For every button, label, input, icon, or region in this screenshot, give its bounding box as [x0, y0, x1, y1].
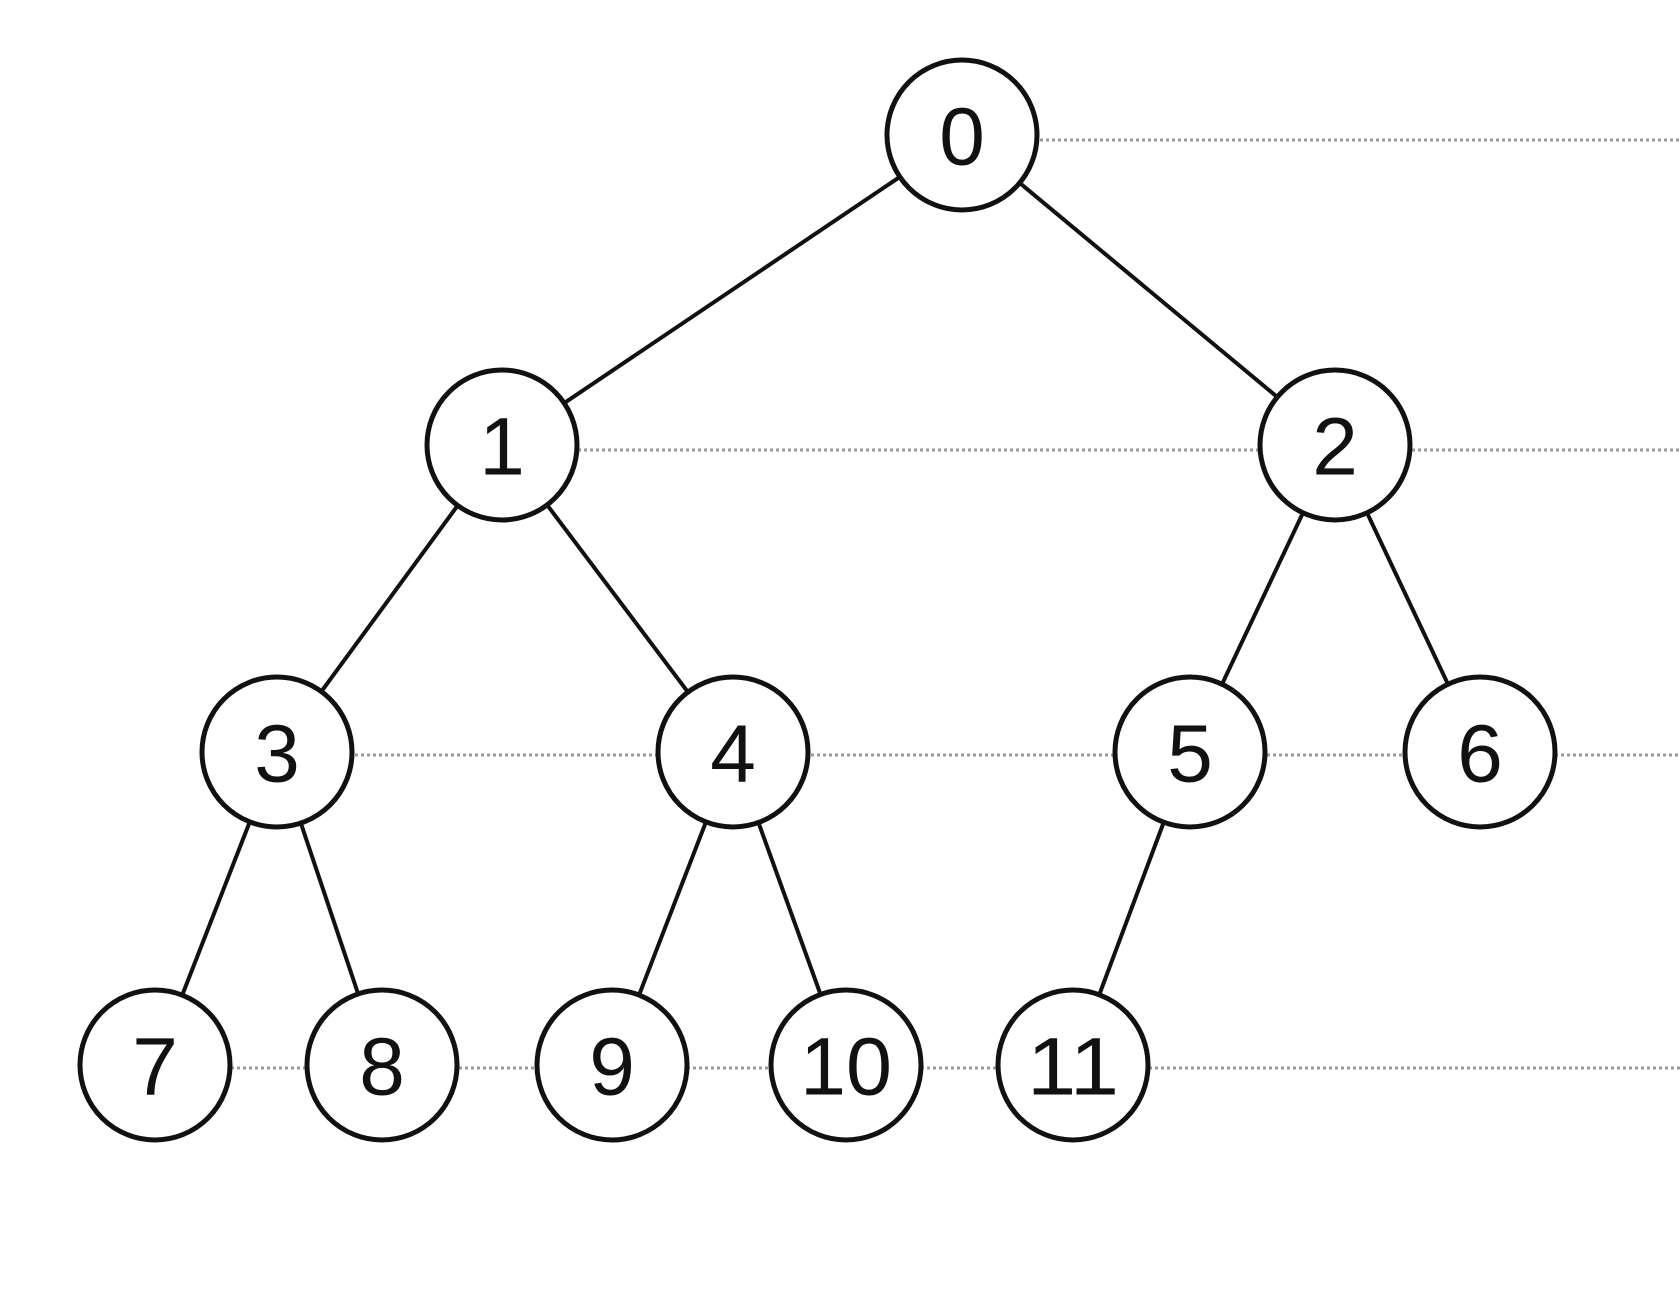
node-circle-6	[1402, 674, 1558, 830]
node-circle-7	[77, 987, 233, 1143]
node-circle-3	[199, 674, 355, 830]
tree-node-6: 6	[1402, 674, 1558, 830]
tree-node-9: 9	[534, 987, 690, 1143]
tree-node-1: 1	[424, 367, 580, 523]
node-label-0: 0	[939, 92, 985, 183]
edge-4-10	[756, 820, 823, 997]
node-label-6: 6	[1457, 709, 1503, 800]
edge-0-1	[562, 174, 902, 406]
edge-0-2	[1017, 180, 1280, 400]
node-circle-9	[534, 987, 690, 1143]
edge-2-5	[1220, 510, 1305, 687]
node-label-3: 3	[254, 709, 300, 800]
node-circle-8	[304, 987, 460, 1143]
node-circle-4	[655, 674, 811, 830]
edge-1-3	[319, 503, 460, 694]
node-label-7: 7	[132, 1022, 178, 1113]
tree-node-0: 0	[884, 57, 1040, 213]
tree-node-3: 3	[199, 674, 355, 830]
tree-node-10: 10	[768, 987, 924, 1143]
tree-node-5: 5	[1112, 674, 1268, 830]
edge-3-7	[180, 819, 252, 998]
node-circle-5	[1112, 674, 1268, 830]
level-lines	[225, 138, 1680, 1070]
node-circle-10	[768, 987, 924, 1143]
tree-edges	[180, 174, 1450, 998]
edge-5-11	[1097, 820, 1166, 997]
node-label-2: 2	[1312, 402, 1358, 493]
tree-node-4: 4	[655, 674, 811, 830]
tree-nodes: 0 1 2 3 4 5 6 7 8 9 10 11	[77, 57, 1558, 1143]
edge-2-6	[1365, 510, 1450, 687]
node-circle-2	[1257, 367, 1413, 523]
node-label-8: 8	[359, 1022, 405, 1113]
tree-node-2: 2	[1257, 367, 1413, 523]
tree-node-8: 8	[304, 987, 460, 1143]
edge-4-9	[637, 819, 708, 998]
node-label-4: 4	[710, 709, 756, 800]
node-circle-11	[995, 987, 1151, 1143]
node-label-1: 1	[479, 402, 525, 493]
tree-node-11: 11	[995, 987, 1151, 1143]
node-label-10: 10	[800, 1022, 892, 1113]
tree-node-7: 7	[77, 987, 233, 1143]
node-label-9: 9	[589, 1022, 635, 1113]
node-circle-0	[884, 57, 1040, 213]
edge-3-8	[298, 821, 361, 996]
node-label-5: 5	[1167, 709, 1213, 800]
node-circle-1	[424, 367, 580, 523]
node-label-11: 11	[1027, 1022, 1119, 1113]
edge-1-4	[545, 502, 690, 695]
